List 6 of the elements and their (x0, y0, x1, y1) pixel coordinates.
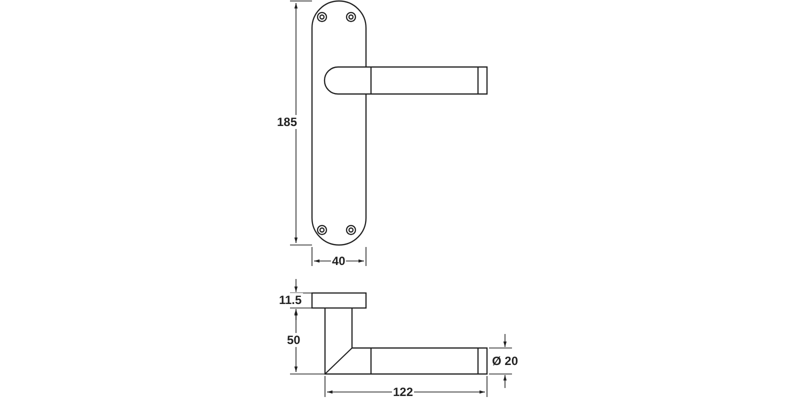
dimension-label: 50 (286, 333, 302, 347)
dimension-label: 185 (276, 115, 298, 129)
dimension-label: 40 (331, 254, 346, 268)
dimension-label: Ø 20 (491, 354, 520, 368)
dimension-label: 11.5 (278, 293, 303, 307)
dimension-label: 122 (392, 385, 414, 399)
